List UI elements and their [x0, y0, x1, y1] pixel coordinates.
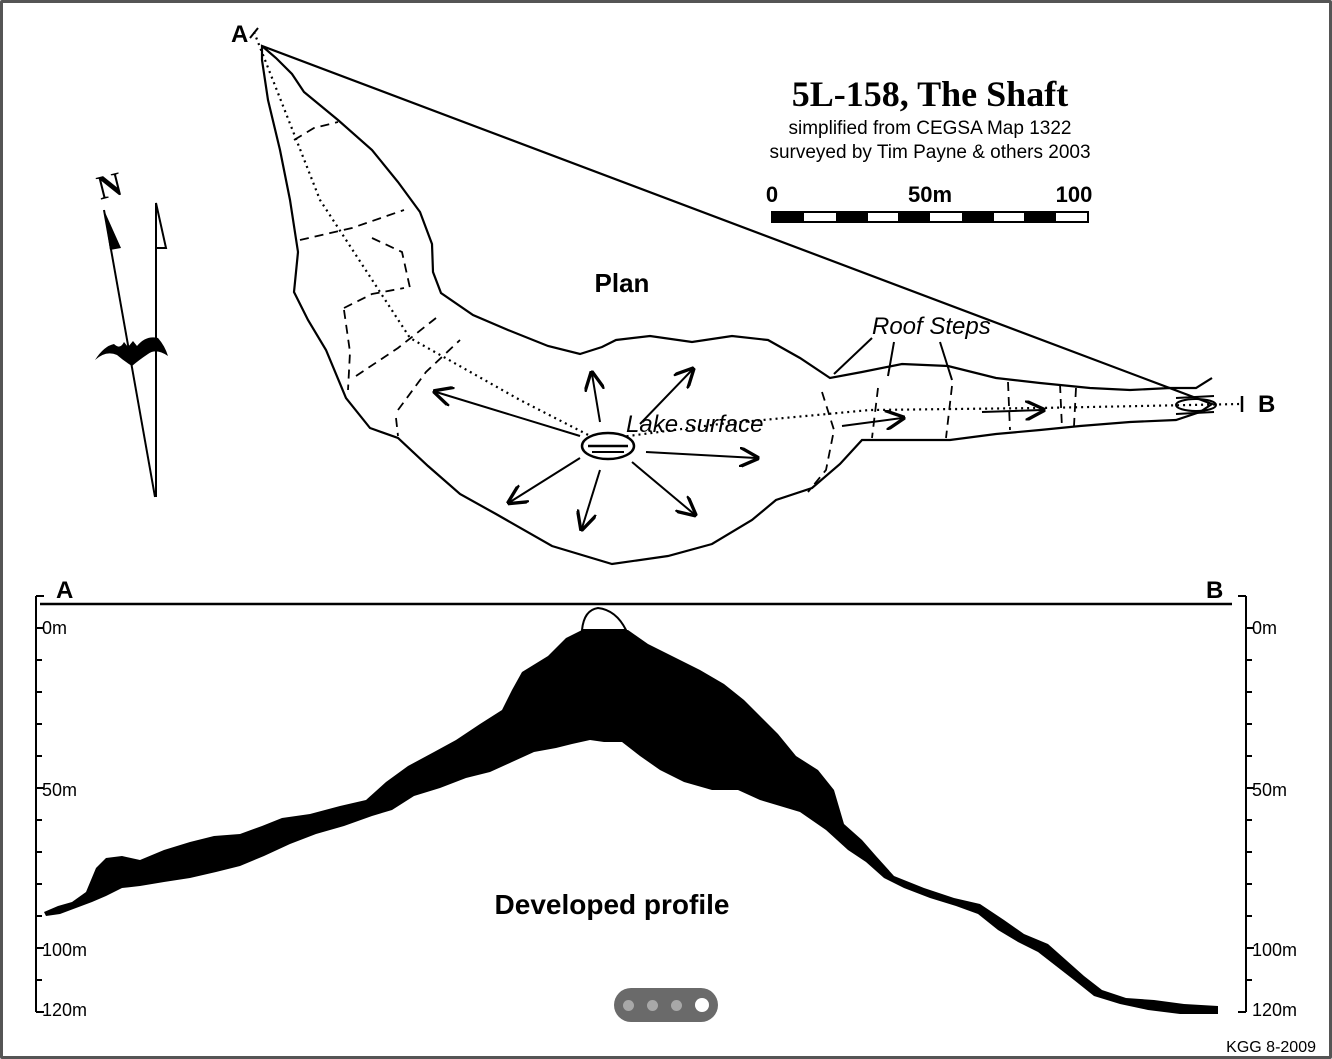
right-depth-axis [1238, 595, 1254, 1013]
profile-view: A B 0m 50m 100m 120m [35, 577, 1297, 1020]
cave-profile-fill [44, 630, 1218, 1014]
bat-icon [95, 337, 168, 366]
carousel-dot-2[interactable] [647, 999, 658, 1011]
carousel-dot-4[interactable] [695, 998, 709, 1012]
carousel-dot-1[interactable] [623, 999, 634, 1011]
left-depth-axis [35, 595, 44, 1013]
survey-line [252, 31, 1241, 442]
scale-label-zero: 0 [766, 182, 778, 207]
roof-steps-label: Roof Steps [872, 313, 991, 340]
plan-point-a-label: A [231, 21, 248, 48]
north-label: N [93, 166, 126, 208]
roof-steps-pointers [833, 337, 953, 381]
left-depth-50: 50m [42, 780, 77, 800]
right-depth-50: 50m [1252, 780, 1287, 800]
plan-point-b-label: B [1258, 391, 1275, 418]
cave-plan-outline [260, 44, 1215, 566]
map-subtitle-survey: surveyed by Tim Payne & others 2003 [769, 142, 1090, 163]
right-depth-100: 100m [1252, 940, 1297, 960]
plan-view: A B Plan Lake surface Roof Steps [231, 21, 1275, 566]
slope-arrows [436, 370, 1042, 528]
left-depth-0: 0m [42, 618, 67, 638]
plan-label: Plan [595, 268, 650, 298]
map-subtitle-source: simplified from CEGSA Map 1322 [788, 118, 1071, 139]
left-depth-100: 100m [42, 940, 87, 960]
scale-label-end: 100 [1056, 182, 1093, 207]
scale-label-mid: 50m [908, 182, 952, 207]
lake-surface-label: Lake surface [626, 411, 763, 438]
carousel-dot-3[interactable] [671, 999, 682, 1011]
profile-point-a-label: A [56, 577, 73, 604]
carousel-pager [614, 988, 718, 1022]
left-depth-120: 120m [42, 1000, 87, 1020]
lake-icon [580, 431, 636, 461]
map-title: 5L-158, The Shaft [792, 74, 1068, 114]
north-arrow: N [93, 166, 168, 498]
credit-label: KGG 8-2009 [1226, 1039, 1316, 1056]
right-depth-0: 0m [1252, 618, 1277, 638]
profile-label: Developed profile [495, 889, 730, 920]
right-depth-120: 120m [1252, 1000, 1297, 1020]
profile-point-b-label: B [1206, 577, 1223, 604]
scale-bar: 0 50m 100 [766, 182, 1093, 223]
